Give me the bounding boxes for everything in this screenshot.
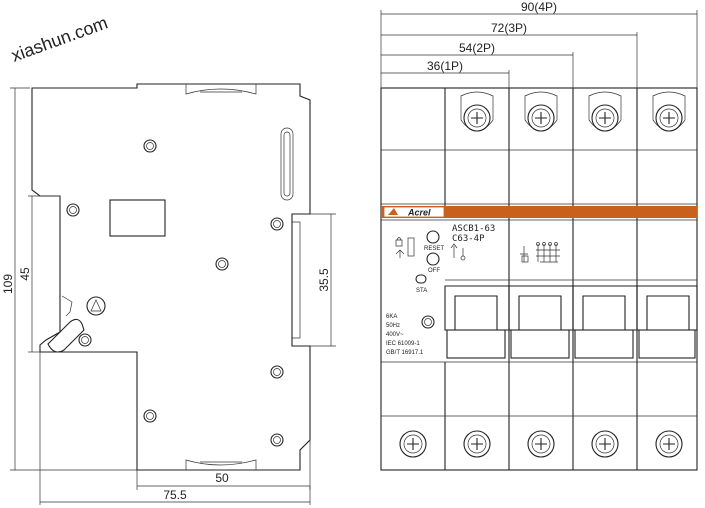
breaker-handles [444,279,698,359]
dim-rail-height: 35.5 [317,268,331,292]
lock-icon [395,237,403,247]
rating-label: C63-4P [452,234,485,244]
reset-arrow-icon [395,249,405,258]
spec-line: 6KA [386,314,397,320]
circuit-schematic-icon [520,242,560,263]
off-label: OFF [428,268,440,274]
terminal-screw-icon [399,430,683,458]
control-panel: RESET OFF STA [395,230,466,294]
dim-4p: 90(4P) [521,0,557,14]
side-view: 109 45 35.5 50 75.5 [1,83,336,505]
certification-mark-icon [421,315,435,329]
spec-line: 400V~ [386,332,404,338]
off-button [426,252,440,266]
spec-block: 6KA 50Hz 400V~ IEC 61009-1 GB/T 16917.1 [386,314,435,356]
sta-label: STA [416,288,427,294]
brand-band [381,206,697,218]
side-dimensions [10,87,336,505]
reset-label: RESET [424,246,444,252]
bottom-clip [185,459,257,470]
front-body [380,87,698,471]
brand-logo: Acrel [407,208,431,218]
dim-overall-height: 109 [1,274,15,294]
dim-mount-height: 45 [18,267,32,281]
spec-line: GB/T 16917.1 [386,350,424,356]
watermark: xiashun.com [9,12,111,65]
dim-3p: 72(3P) [491,21,527,35]
front-dimensions [380,10,698,88]
reset-button [426,230,440,244]
dim-2p: 54(2P) [459,41,495,55]
side-outline [31,83,311,471]
spec-line: 50Hz [386,323,400,329]
rail-clip [292,221,301,339]
handle [47,318,85,353]
on-off-symbol-icon [450,243,464,258]
dim-depth-front: 50 [215,471,229,485]
sta-indicator [415,274,427,284]
indicator-window [407,237,415,257]
spec-line: IEC 61009-1 [386,341,420,347]
top-clip [185,84,257,95]
side-slot [280,127,294,201]
side-label-window [109,199,166,237]
model-label: ASCB1-63 [452,224,495,234]
pole-dividers [444,88,638,470]
rivet-icon [66,139,284,447]
dim-1p: 36(1P) [427,59,463,73]
front-view: Acrel ASCB1-63 C63-4P RESET OFF STA [380,0,698,471]
brand-logo-box [383,206,445,218]
dim-depth-total: 75.5 [163,488,187,502]
test-symbol [86,296,106,316]
brand-logo-icon [388,208,398,215]
terminal-screw-icon [460,91,686,132]
